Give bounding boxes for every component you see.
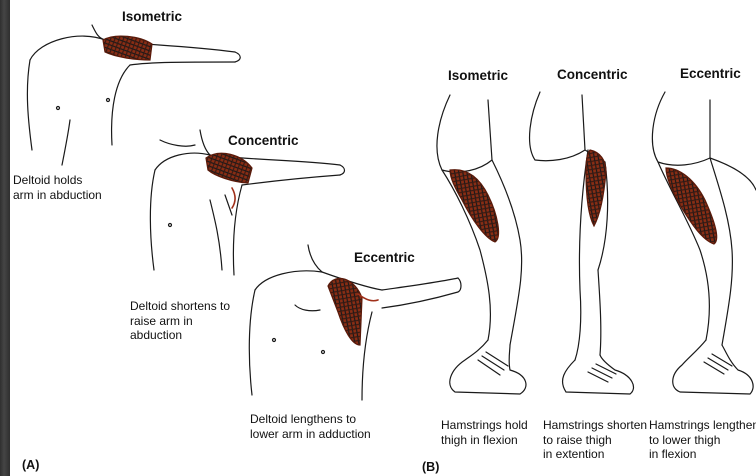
- concentric-title-b: Concentric: [557, 67, 628, 82]
- caption-line: thigh in flexion: [441, 433, 528, 448]
- leg-isometric: [437, 95, 526, 394]
- deltoid-eccentric: [328, 278, 362, 345]
- torso-concentric: [150, 130, 344, 275]
- hamstring-isometric: [450, 170, 499, 242]
- concentric-title-a: Concentric: [228, 133, 299, 148]
- leg-concentric: [530, 92, 634, 394]
- contraction-arrow-concentric: [232, 188, 235, 208]
- panel-label-a: (A): [22, 458, 39, 473]
- concentric-caption-a: Deltoid shortens to raise arm in abducti…: [130, 299, 230, 343]
- caption-line: raise arm in: [130, 314, 230, 329]
- leg-eccentric: [652, 92, 756, 394]
- caption-line: Deltoid holds: [13, 173, 102, 188]
- isometric-title-b: Isometric: [448, 68, 508, 83]
- isometric-title-a: Isometric: [122, 9, 182, 24]
- eccentric-title-a: Eccentric: [354, 250, 415, 265]
- caption-line: in flexion: [649, 447, 756, 462]
- eccentric-caption-a: Deltoid lengthens to lower arm in adduct…: [250, 412, 371, 441]
- hamstring-eccentric: [666, 168, 717, 244]
- caption-line: Hamstrings hold: [441, 418, 528, 433]
- hamstring-concentric: [586, 150, 606, 226]
- figure-illustration: [10, 0, 756, 476]
- caption-line: Hamstrings lengthen: [649, 418, 756, 433]
- caption-line: Deltoid shortens to: [130, 299, 230, 314]
- caption-line: abduction: [130, 328, 230, 343]
- caption-line: arm in abduction: [13, 188, 102, 203]
- caption-line: to raise thigh: [543, 433, 647, 448]
- isometric-caption-a: Deltoid holds arm in abduction: [13, 173, 102, 202]
- figure-canvas: Isometric Deltoid holds arm in abduction…: [10, 0, 756, 476]
- caption-line: Hamstrings shorten: [543, 418, 647, 433]
- eccentric-caption-b: Hamstrings lengthen to lower thigh in fl…: [649, 418, 756, 462]
- caption-line: in extention: [543, 447, 647, 462]
- caption-line: to lower thigh: [649, 433, 756, 448]
- panel-label-b: (B): [422, 460, 439, 475]
- concentric-caption-b: Hamstrings shorten to raise thigh in ext…: [543, 418, 647, 462]
- deltoid-isometric: [103, 36, 152, 60]
- caption-line: lower arm in adduction: [250, 427, 371, 442]
- eccentric-title-b: Eccentric: [680, 66, 741, 81]
- isometric-caption-b: Hamstrings hold thigh in flexion: [441, 418, 528, 447]
- caption-line: Deltoid lengthens to: [250, 412, 371, 427]
